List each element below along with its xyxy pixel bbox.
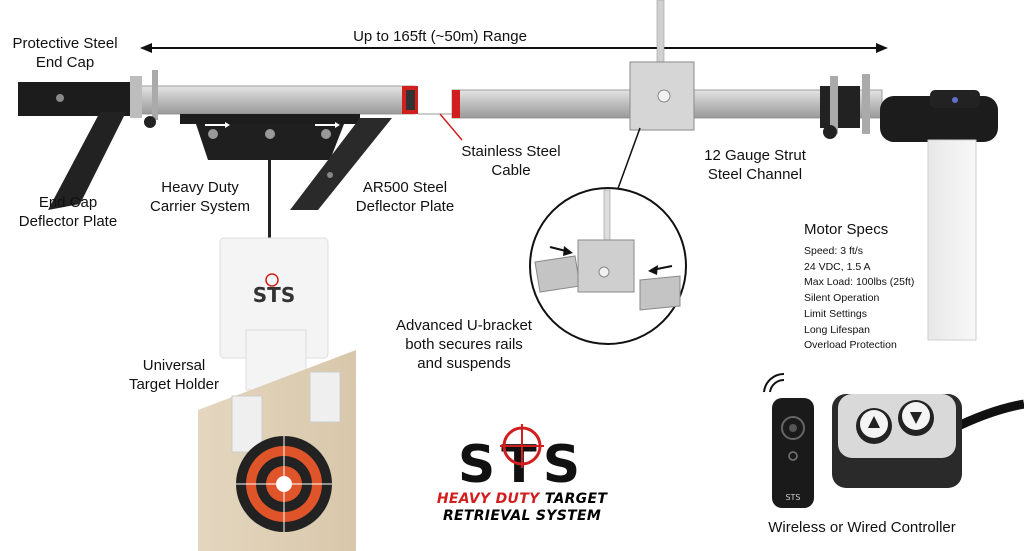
u-bracket — [629, 61, 695, 131]
svg-text:STS: STS — [785, 493, 800, 502]
suspension-pole — [656, 0, 665, 65]
motor-unit — [820, 74, 998, 341]
ubracket-detail-circle — [529, 187, 687, 345]
carrier-label: Heavy Duty Carrier System — [149, 179, 250, 215]
motor-spec-item: Silent Operation — [804, 292, 880, 305]
range-arrow — [140, 43, 888, 53]
svg-text:STS: STS — [253, 283, 295, 307]
ar500-label: AR500 Steel Deflector Plate — [355, 179, 455, 215]
end-cap-label: Protective Steel End Cap — [12, 35, 118, 71]
sts-logo: STS — [458, 424, 580, 495]
tagline-red: HEAVY DUTY — [436, 491, 540, 507]
callout-line-cable — [439, 113, 463, 141]
carrier-system — [180, 114, 360, 240]
wireless-remote: STS — [763, 372, 814, 508]
cable-label: Stainless Steel Cable — [461, 143, 561, 179]
motor-spec-item: Limit Settings — [804, 307, 868, 320]
wired-controller — [832, 394, 1024, 488]
left-rail — [104, 85, 418, 115]
controller-label: Wireless or Wired Controller — [768, 519, 956, 536]
motor-spec-item: Max Load: 100lbs (25ft) — [804, 276, 915, 289]
paper-target — [198, 350, 356, 551]
range-label: Up to 165ft (~50m) Range — [353, 28, 527, 45]
motor-specs-title: Motor Specs — [804, 221, 889, 238]
motor-spec-item: Long Lifespan — [804, 323, 870, 336]
end-cap — [18, 70, 158, 210]
ubracket-label: Advanced U-bracket both secures rails an… — [396, 317, 532, 372]
brand-tagline-1: HEAVY DUTY TARGET — [422, 491, 622, 507]
strut-label: 12 Gauge Strut Steel Channel — [704, 147, 806, 183]
target-holder: STS — [219, 237, 329, 391]
ar500-deflector — [290, 118, 392, 210]
end-cap-deflector-label: End Cap Deflector Plate — [18, 194, 118, 230]
motor-specs-list: Speed: 3 ft/s 24 VDC, 1.5 A Max Load: 10… — [804, 244, 914, 354]
motor-spec-item: 24 VDC, 1.5 A — [804, 260, 871, 273]
tagline-black: TARGET — [539, 491, 608, 507]
brand-tagline-2: RETRIEVAL SYSTEM — [442, 508, 602, 524]
motor-spec-item: Overload Protection — [804, 339, 897, 352]
target-holder-label: Universal Target Holder — [128, 357, 220, 393]
motor-spec-item: Speed: 3 ft/s — [804, 245, 863, 257]
